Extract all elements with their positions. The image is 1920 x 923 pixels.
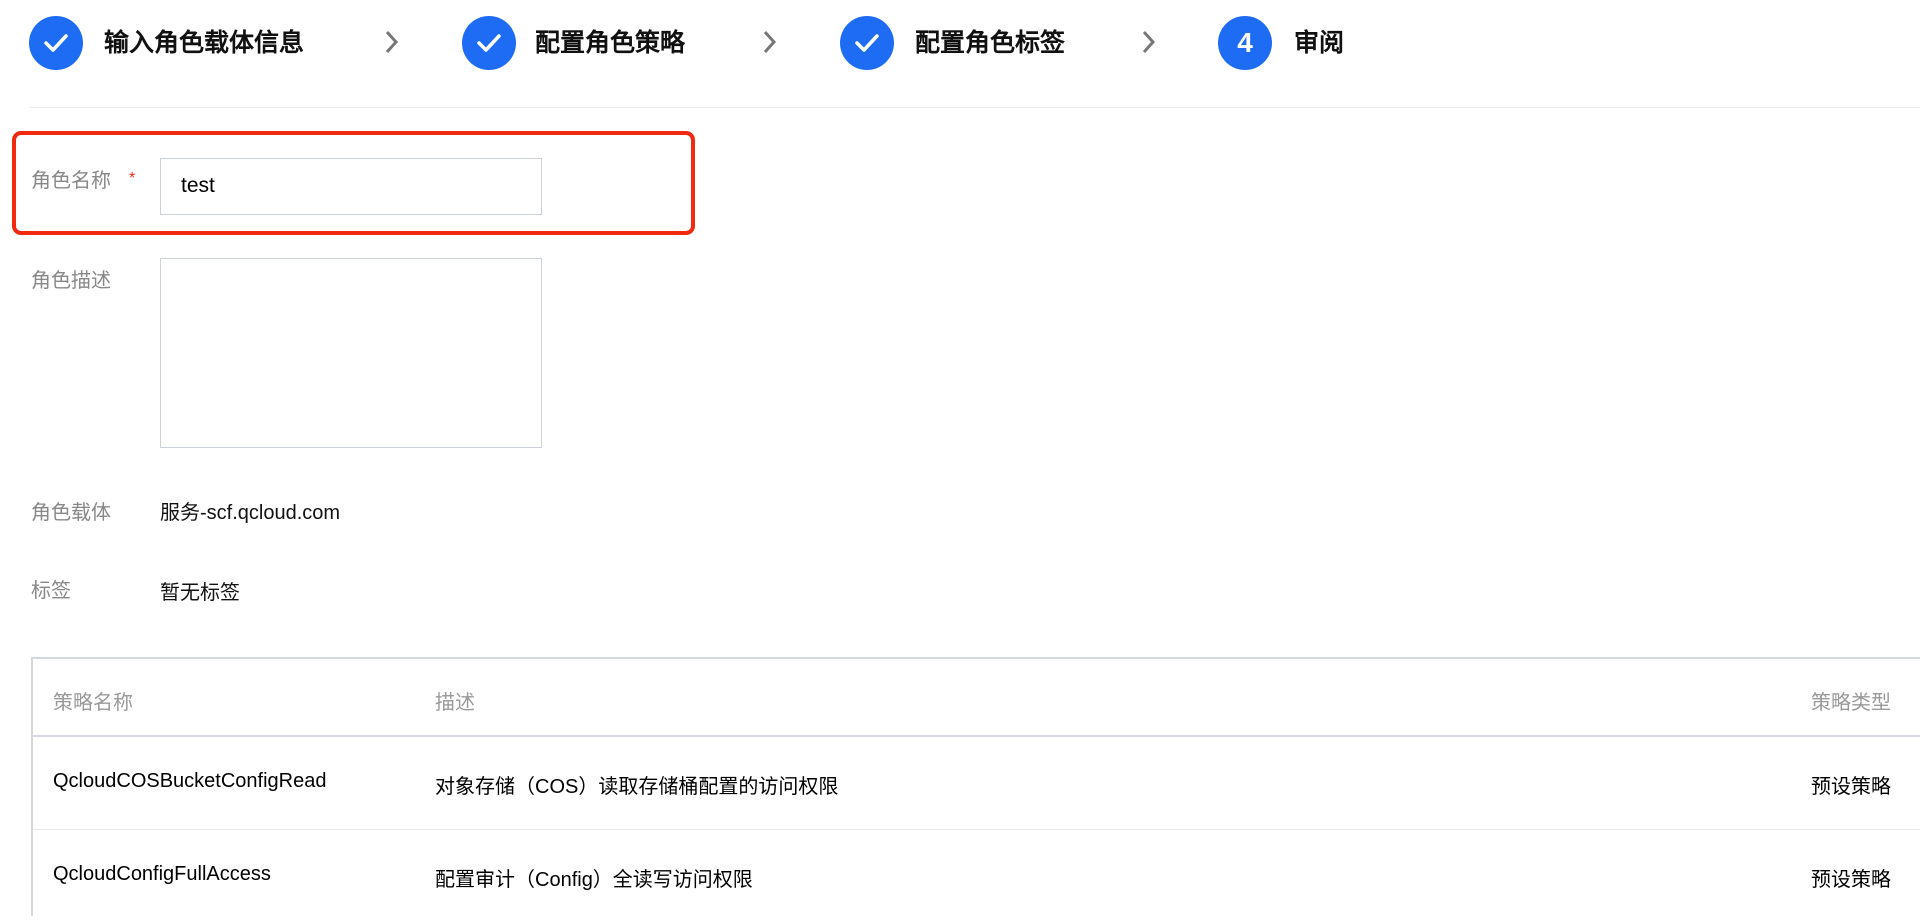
step-1-label: 输入角色载体信息	[104, 29, 305, 57]
policy-description: 对象存储（COS）读取存储桶配置的访问权限	[435, 776, 839, 798]
step-2-check-icon	[462, 16, 516, 70]
policy-type: 预设策略	[1811, 869, 1891, 891]
role-desc-label: 角色描述	[31, 270, 111, 292]
policy-name: QcloudConfigFullAccess	[53, 863, 271, 885]
chevron-right-icon	[385, 30, 399, 54]
role-carrier-label: 角色载体	[31, 502, 111, 524]
header-description: 描述	[435, 692, 475, 714]
step-3-check-icon	[840, 16, 894, 70]
header-policy-type: 策略类型	[1811, 692, 1891, 714]
table-row[interactable]: QcloudCOSBucketConfigRead 对象存储（COS）读取存储桶…	[33, 737, 1920, 830]
role-name-input[interactable]: test	[160, 158, 542, 215]
policy-table: 策略名称 描述 策略类型 QcloudCOSBucketConfigRead 对…	[31, 657, 1920, 916]
step-2-label: 配置角色策略	[535, 29, 686, 57]
tags-label: 标签	[31, 580, 71, 602]
required-mark: *	[129, 170, 136, 187]
step-3-label: 配置角色标签	[915, 29, 1066, 57]
table-header: 策略名称 描述 策略类型	[33, 659, 1920, 737]
tags-value: 暂无标签	[160, 582, 240, 604]
chevron-right-icon	[1142, 30, 1156, 54]
policy-name: QcloudCOSBucketConfigRead	[53, 770, 327, 792]
step-4-label: 审阅	[1294, 29, 1345, 57]
table-row[interactable]: QcloudConfigFullAccess 配置审计（Config）全读写访问…	[33, 830, 1920, 923]
chevron-right-icon	[763, 30, 777, 54]
header-policy-name: 策略名称	[53, 692, 133, 714]
highlight-box	[12, 131, 695, 235]
divider	[29, 107, 1920, 108]
role-carrier-value: 服务-scf.qcloud.com	[160, 502, 341, 524]
step-1-check-icon	[29, 16, 83, 70]
role-desc-textarea[interactable]	[160, 258, 542, 448]
policy-type: 预设策略	[1811, 776, 1891, 798]
role-name-label: 角色名称	[31, 170, 111, 192]
step-4-number: 4	[1218, 16, 1272, 70]
policy-description: 配置审计（Config）全读写访问权限	[435, 869, 753, 891]
